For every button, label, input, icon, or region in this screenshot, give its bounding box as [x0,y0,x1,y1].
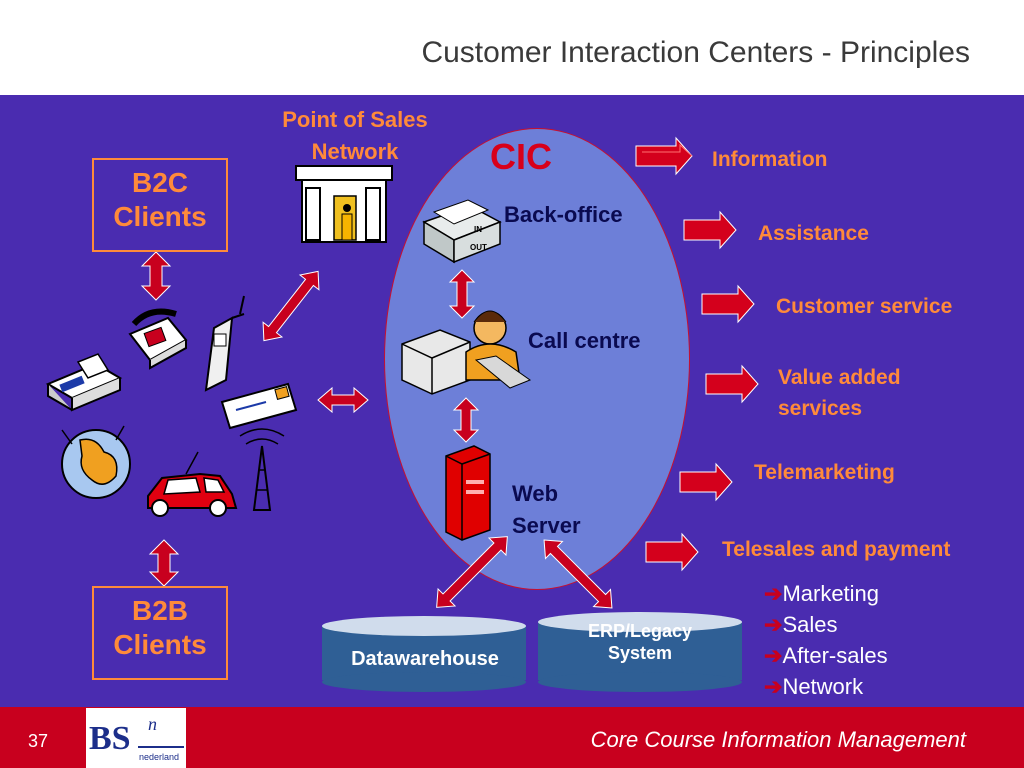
logo-sub: nederland [139,752,180,762]
tray-out-label: OUT [470,243,487,252]
b2c-line2: Clients [113,201,207,232]
arrow-right-icon: ➔ [764,581,783,606]
bsn-logo: BS n nederland [86,708,186,768]
double-arrow-b2b [148,539,180,587]
value-line1: Value added [778,366,901,389]
telephone-icon [128,308,188,370]
double-arrow-b2c [140,251,172,301]
service-value-added: Value added services [778,362,901,424]
pos-line1: Point of Sales [282,107,428,132]
store-icon [295,165,393,243]
service-telesales: Telesales and payment [722,538,951,561]
value-line2: services [778,397,863,420]
double-arrow-cic [317,386,369,414]
arrow-right-icon: ➔ [764,643,783,668]
b2c-line1: B2C [131,167,188,198]
fax-icon [45,353,123,412]
antenna-icon [239,428,285,511]
double-arrow-web-erp [543,539,613,609]
tray-in-label: IN [474,225,482,234]
erp-label: ERP/Legacy System [540,620,740,664]
erp-line1: ERP/Legacy [587,621,693,641]
course-title: Core Course Information Management [590,727,966,752]
erp-line2: System [607,643,673,663]
car-icon [147,451,238,517]
b2c-clients-box: B2C Clients [92,158,228,252]
sublist-item: ➔Sales [764,612,838,637]
double-arrow-backoffice-callcentre [448,269,476,319]
footer-bar: 37 BS n nederland Core Course Informatio… [0,707,1024,768]
datawarehouse-cylinder [322,616,526,692]
back-office-label: Back-office [504,202,623,227]
pos-network-label: Point of Sales Network [260,104,450,168]
service-assistance: Assistance [758,222,869,245]
service-arrow-value-added [705,364,759,404]
page-number: 37 [28,731,49,751]
datawarehouse-label: Datawarehouse [351,648,499,670]
b2b-line1: B2B [131,595,188,626]
web-line1: Web [512,481,559,506]
server-icon [445,445,491,541]
double-arrow-callcentre-web [452,397,480,443]
logo-text: BS [89,720,131,757]
service-customer-service: Customer service [776,295,953,318]
call-centre-label: Call centre [528,328,641,353]
slide-title: Customer Interaction Centers - Principle… [421,36,970,69]
inbox-tray-icon: IN OUT [422,199,502,264]
cic-title: CIC [490,136,552,177]
service-arrow-telesales [645,532,699,572]
logo-bar [138,746,184,748]
mobile-phone-icon [204,295,245,392]
service-information: Information [712,148,828,171]
service-arrow-customer-service [701,284,755,324]
b2b-clients-box: B2B Clients [92,586,228,680]
service-arrow-information [635,136,693,176]
double-arrow-web-datawarehouse [436,536,508,608]
letter-icon [220,382,298,430]
sublist-item: ➔Marketing [764,581,880,606]
web-server-label: Web Server [512,478,581,542]
pos-line2: Network [311,139,399,164]
arrow-right-icon: ➔ [764,612,783,637]
sublist-item: ➔After-sales [764,643,888,668]
sublist-item: ➔Network [764,674,864,699]
service-arrow-assistance [683,210,737,250]
call-agent-icon [401,310,532,395]
globe-icon [61,425,131,499]
logo-sup: n [148,714,157,734]
service-arrow-telemarketing [679,462,733,502]
b2b-line2: Clients [113,629,207,660]
double-arrow-pos [262,270,320,342]
arrow-right-icon: ➔ [764,674,783,699]
service-telemarketing: Telemarketing [754,461,895,484]
erp-cylinder [538,612,742,692]
web-line2: Server [512,513,581,538]
telesales-sublist: ➔Marketing ➔Sales ➔After-sales ➔Network [764,578,888,702]
